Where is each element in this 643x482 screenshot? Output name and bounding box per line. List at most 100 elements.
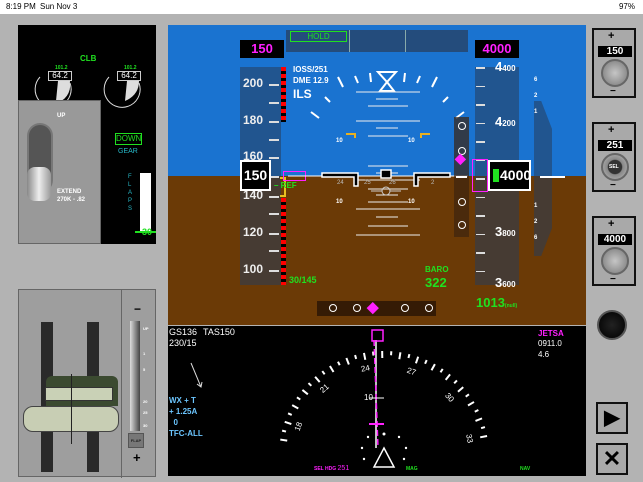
horizon-heading-label: 24: [337, 180, 344, 186]
altitude-knob[interactable]: + 4000 −: [592, 216, 636, 286]
glideslope-center: [456, 176, 467, 178]
speed-tick: [269, 102, 279, 104]
flap-lever-button[interactable]: FLAP: [128, 433, 144, 448]
flap-plus[interactable]: +: [133, 450, 141, 465]
flap-tick-label: 20: [143, 399, 148, 404]
speed-tape-label: 180: [243, 113, 264, 127]
wx-status-line: WX + T: [169, 396, 196, 405]
gear-lever-handle[interactable]: [27, 167, 51, 201]
qnh-unit: (null): [504, 303, 518, 309]
heading-select-label[interactable]: SEL: [609, 164, 619, 170]
mag-label: MAG: [406, 466, 418, 472]
vs-label: 6: [534, 77, 538, 83]
compass-tick: [457, 386, 464, 393]
altitude-tape-label: 4400: [495, 59, 516, 74]
alt-hundreds: 400: [502, 64, 516, 73]
true-airspeed: TAS150: [203, 327, 235, 337]
vs-label: 6: [534, 235, 538, 241]
speed-tape-label: 140: [243, 188, 264, 202]
pitch-label: 10: [408, 138, 415, 144]
compass-tick: [414, 356, 420, 364]
altitude-target: 4000: [475, 40, 519, 58]
vs-pointer: [540, 176, 565, 178]
flap-lever-track: [130, 321, 140, 431]
flap-tick-label: UP: [143, 326, 149, 331]
play-button[interactable]: ▶: [596, 402, 628, 434]
pitch-label: 10: [336, 199, 343, 205]
n1-gauges: [34, 76, 141, 108]
heading-knob[interactable]: + 251 SEL −: [592, 122, 636, 192]
wx-status-line: + 1.25A: [169, 407, 198, 416]
speed-tape-label: 160: [243, 149, 264, 163]
vs-label: 1: [534, 109, 538, 115]
baro-minimum: 322: [425, 275, 447, 290]
glideslope-dot: [458, 221, 466, 229]
altitude-knob-value: 4000: [598, 234, 632, 245]
date: Sun Nov 3: [40, 2, 78, 11]
vertical-speed-scale: [534, 101, 552, 256]
stall-band: [281, 198, 286, 285]
sel-hdg-label: SEL HDG: [314, 466, 337, 472]
flap-minus[interactable]: −: [134, 302, 142, 316]
alt-thousands: 3: [495, 275, 503, 290]
compass-tick: [362, 352, 367, 360]
altitude-tick: [476, 252, 485, 254]
aircraft-symbol: [321, 169, 451, 187]
vs-label: 2: [534, 93, 538, 99]
heading-knob-dial[interactable]: SEL: [601, 153, 629, 181]
pitch-label: 10: [336, 138, 343, 144]
gear-up-label: UP: [57, 113, 66, 119]
gear-state: DOWN: [115, 133, 142, 145]
glideslope-dot: [458, 198, 466, 206]
pitch-ladder: [288, 91, 468, 236]
qnh: 1013: [476, 295, 505, 310]
range-label: 10: [364, 393, 373, 402]
speed-target: 150: [240, 40, 284, 58]
compass-tick: [480, 434, 488, 439]
horizon-heading-label: 25: [364, 180, 371, 186]
approach-mode: ILS: [293, 87, 312, 101]
compass-tick: [314, 376, 321, 383]
alt-thousands: 4: [495, 114, 503, 129]
pitch-label: 10: [408, 199, 415, 205]
n1-limit-right: 101.2: [124, 65, 137, 71]
close-button[interactable]: ✕: [596, 443, 628, 475]
compass-label: 33: [464, 433, 476, 444]
flaps-label: FLAPS: [128, 174, 133, 212]
range-ring: [360, 432, 408, 461]
compass-tick: [281, 429, 287, 433]
compass-label: 24: [360, 362, 371, 374]
compass-tick: [284, 420, 292, 426]
flaps-marker: [135, 231, 156, 233]
flaps-speed: 30/145: [289, 275, 317, 285]
waypoint-distance: 4.6: [538, 350, 550, 359]
bank-scale: [310, 71, 465, 119]
heading-bug: [371, 329, 384, 342]
current-altitude: 4000: [500, 167, 532, 183]
gear-lever-panel: UP EXTEND 270K - .82: [18, 100, 101, 244]
altitude-knob-dial[interactable]: [601, 247, 629, 275]
compass-tick: [467, 401, 475, 407]
compass-tick: [321, 370, 326, 375]
altitude-tick: [476, 270, 485, 272]
compass-tick: [480, 426, 486, 430]
speed-tick: [269, 84, 279, 86]
speed-knob-dial[interactable]: [601, 59, 629, 87]
record-button[interactable]: [596, 309, 628, 341]
wx-status-line: 0: [169, 418, 178, 427]
fma-mode-hold: HOLD: [290, 31, 347, 42]
speed-tick: [269, 213, 279, 215]
speed-knob[interactable]: + 150 −: [592, 28, 636, 98]
compass-tick: [474, 409, 479, 413]
altitude-tick: [476, 178, 485, 180]
compass-tick: [475, 417, 483, 422]
qnh-value: 1013(null): [476, 295, 517, 310]
compass-tick: [444, 373, 451, 381]
sel-hdg: SEL HDG 251: [314, 465, 349, 472]
course-line: [373, 339, 379, 449]
vs-label: 1: [534, 203, 538, 209]
baro-label: BARO: [425, 265, 449, 274]
current-speed: 150: [240, 160, 271, 191]
nav-label: NAV: [520, 466, 531, 472]
